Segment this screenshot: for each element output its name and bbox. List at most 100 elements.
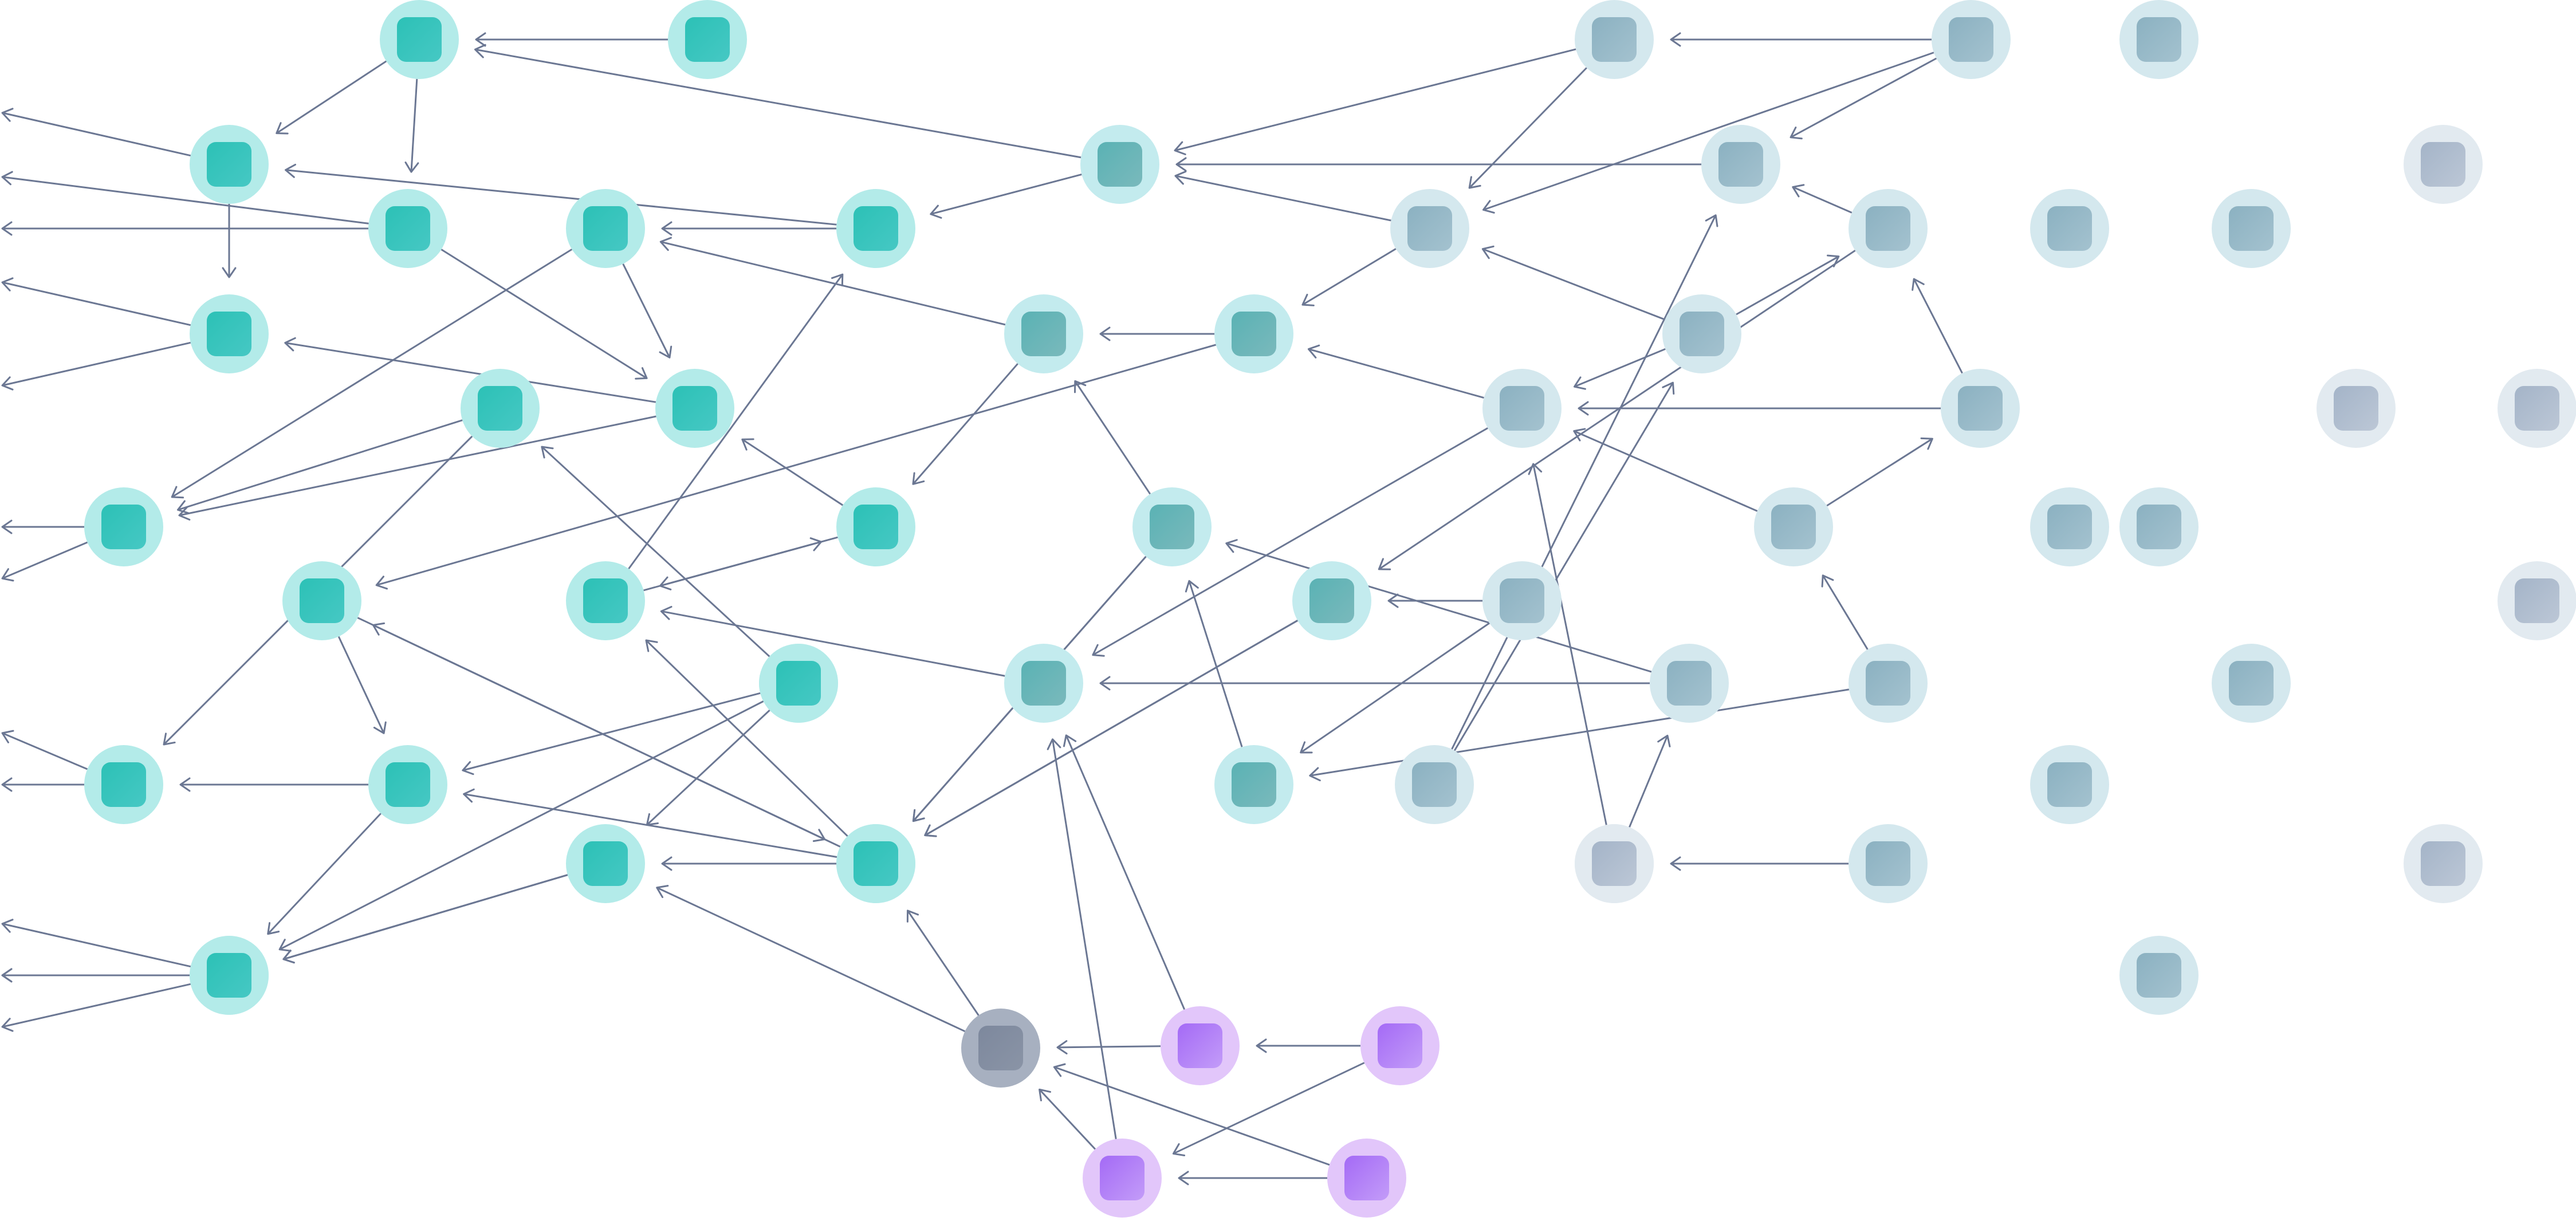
node-square-icon [2334,386,2378,431]
arrow-head-n31-n30 [1670,32,1681,47]
arrow-head-n41-n29 [1309,767,1321,782]
graph-node-n35[interactable] [1849,189,1928,268]
arrow-head-n43-n32 [1705,214,1718,227]
graph-node-n55[interactable] [2498,369,2576,448]
edge-p1-g1 [1057,1045,1161,1049]
edge-n25-n19 [376,344,1217,586]
graph-node-n44[interactable] [2119,0,2199,79]
graph-node-p4[interactable] [1327,1139,1406,1218]
graph-node-n16[interactable] [759,644,838,723]
edge-n38-n34 [1574,430,1758,512]
graph-node-n21[interactable] [836,824,915,903]
arrow-head-n2-n4 [404,162,419,173]
graph-node-n57[interactable] [2404,824,2483,903]
arrow-head-n21-n20 [661,856,672,871]
graph-node-n34[interactable] [1482,369,1562,448]
graph-node-n1[interactable] [668,0,747,79]
graph-node-n50[interactable] [2212,644,2291,723]
edge-n41-n29 [1309,688,1850,777]
edge-n21-n14 [463,793,837,858]
graph-node-n26[interactable] [1292,561,1371,640]
graph-node-n46[interactable] [2030,189,2109,268]
graph-node-n43[interactable] [1395,745,1474,824]
graph-node-n41[interactable] [1849,644,1928,723]
graph-node-p2[interactable] [1360,1006,1440,1085]
graph-node-n36[interactable] [1662,294,1741,373]
node-square-icon [583,578,628,623]
graph-node-n19[interactable] [282,561,361,640]
arrow-head-n14-n17 [267,922,280,935]
graph-node-n32[interactable] [1701,125,1780,204]
graph-node-n14[interactable] [368,745,447,824]
arrow-head-n14-n13 [179,777,191,792]
node-square-icon [1021,312,1066,356]
graph-node-n56[interactable] [2498,561,2576,640]
arrow-head-n15-n14 [462,761,474,775]
edge-n43-n32 [1451,215,1717,750]
arrow-head-n5-exit [1,376,14,391]
graph-node-n4[interactable] [368,189,447,268]
arrow-head-n25-n19 [375,576,388,590]
graph-node-n38[interactable] [1754,487,1833,566]
graph-node-n9[interactable] [84,487,163,566]
graph-node-n29[interactable] [1214,745,1293,824]
node-square-icon [1592,17,1637,62]
graph-node-n48[interactable] [2119,487,2199,566]
graph-node-p3[interactable] [1083,1139,1162,1218]
graph-node-n3[interactable] [190,125,269,204]
graph-node-n39[interactable] [1482,561,1562,640]
edge-n42-n34 [1532,463,1607,825]
graph-node-n2[interactable] [380,0,459,79]
graph-node-n6[interactable] [655,369,734,448]
node-square-icon [1309,578,1354,623]
arrow-head-n23-n2 [474,44,486,58]
graph-node-n49[interactable] [2030,745,2109,824]
graph-node-n22[interactable] [190,936,269,1015]
graph-node-n13[interactable] [84,745,163,824]
graph-node-n47[interactable] [2212,189,2291,268]
graph-node-n24[interactable] [1004,294,1083,373]
graph-node-n23[interactable] [1080,125,1159,204]
node-square-icon [1178,1023,1222,1068]
graph-node-n45[interactable] [1849,824,1928,903]
arrow-head-n38-n34 [1573,428,1586,442]
node-square-icon [300,578,344,623]
arrow-head-n40-n28 [1225,539,1238,553]
graph-node-n7[interactable] [836,189,915,268]
graph-node-n5[interactable] [190,294,269,373]
edge-n2-n3 [276,60,387,134]
arrow-head-p2-p1 [1256,1038,1267,1053]
graph-node-p1[interactable] [1161,1006,1240,1085]
graph-node-g1[interactable] [961,1009,1040,1088]
graph-node-n10[interactable] [461,369,540,448]
node-square-icon [2137,953,2181,998]
arrow-head-n26-n18 [924,824,937,837]
graph-node-n27[interactable] [1004,644,1083,723]
node-square-icon [1021,661,1066,706]
graph-node-n33[interactable] [1390,189,1469,268]
graph-node-n8[interactable] [566,189,645,268]
node-square-icon [2137,505,2181,549]
graph-node-n30[interactable] [1575,0,1654,79]
node-square-icon [978,1026,1023,1070]
graph-node-n28[interactable] [1132,487,1212,566]
edge-n9-exit [2,541,88,580]
graph-node-n53[interactable] [2404,125,2483,204]
arrow-head-n17-exit [1,919,14,933]
graph-node-n11[interactable] [836,487,915,566]
graph-node-n25[interactable] [1214,294,1293,373]
graph-node-n40[interactable] [1650,644,1729,723]
graph-node-n58[interactable] [1575,824,1654,903]
graph-node-n52[interactable] [2030,487,2109,566]
edge-n7-n3 [285,169,837,226]
arrow-head-n21-n14 [463,788,475,803]
graph-node-n37[interactable] [1941,369,2020,448]
graph-node-n54[interactable] [2317,369,2396,448]
node-square-icon [854,206,898,251]
graph-node-n51[interactable] [2119,936,2199,1015]
edge-n20-n22 [283,874,568,960]
graph-node-n31[interactable] [1932,0,2011,79]
arrow-head-n36-n35 [1827,254,1840,267]
graph-node-n20[interactable] [566,824,645,903]
graph-node-n12[interactable] [566,561,645,640]
